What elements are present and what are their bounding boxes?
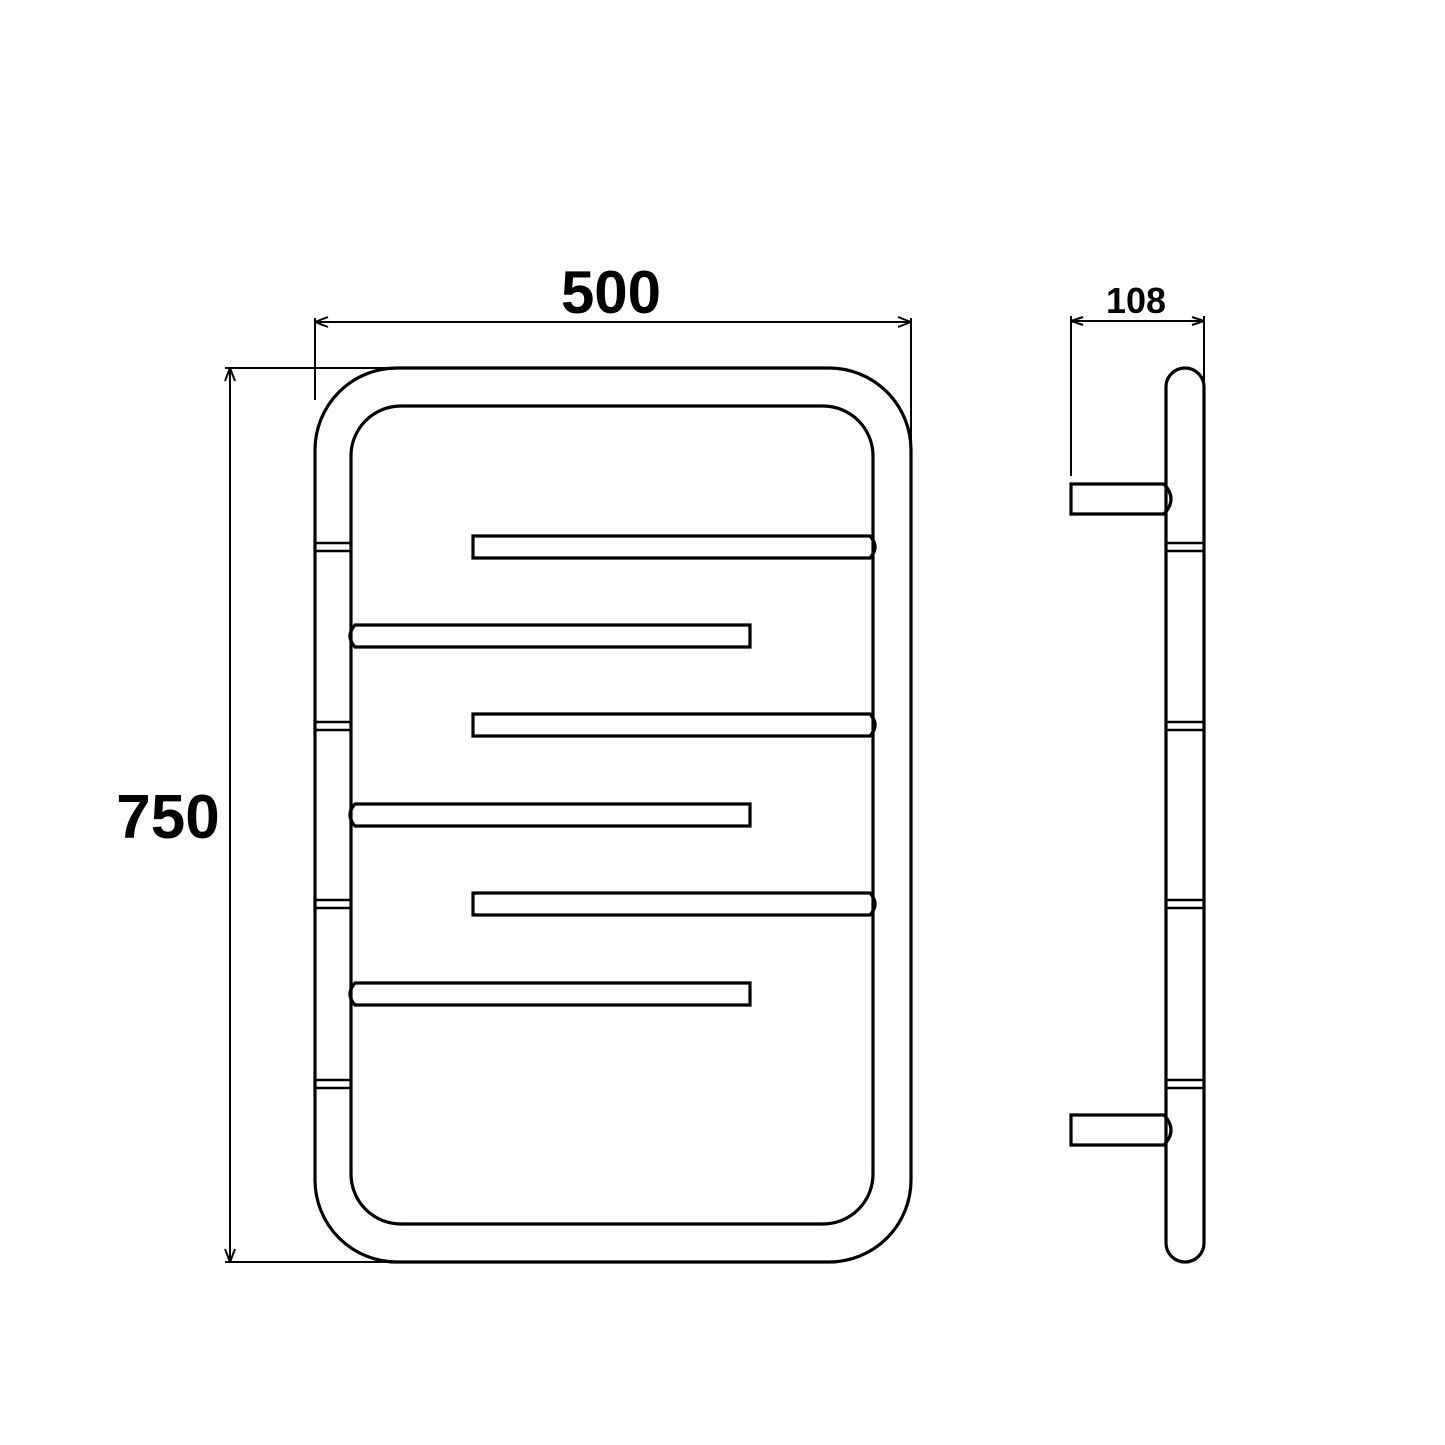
top-wall-bracket <box>1069 482 1173 516</box>
bar-6 <box>348 981 752 1007</box>
bar-5 <box>471 891 877 917</box>
side-tube <box>1164 366 1206 1264</box>
bar-4 <box>348 802 752 828</box>
height-label: 750 <box>116 783 219 852</box>
outer-frame <box>313 366 913 1264</box>
side-tube-marks <box>1166 541 1204 1090</box>
height-dimension <box>224 367 400 1263</box>
bar-2 <box>348 623 752 649</box>
width-label: 500 <box>561 259 661 326</box>
left-side-ticks <box>315 541 351 1090</box>
bottom-wall-bracket <box>1069 1113 1173 1147</box>
width-dimension <box>314 316 912 470</box>
front-view <box>313 366 913 1264</box>
depth-dimension <box>1070 316 1205 476</box>
inner-frame <box>349 404 875 1226</box>
right-attached-bars <box>471 534 877 917</box>
depth-label: 108 <box>1106 280 1166 321</box>
side-view <box>1069 366 1206 1264</box>
left-attached-bars <box>348 623 752 1007</box>
bar-3 <box>471 712 877 738</box>
bar-1 <box>471 534 877 560</box>
